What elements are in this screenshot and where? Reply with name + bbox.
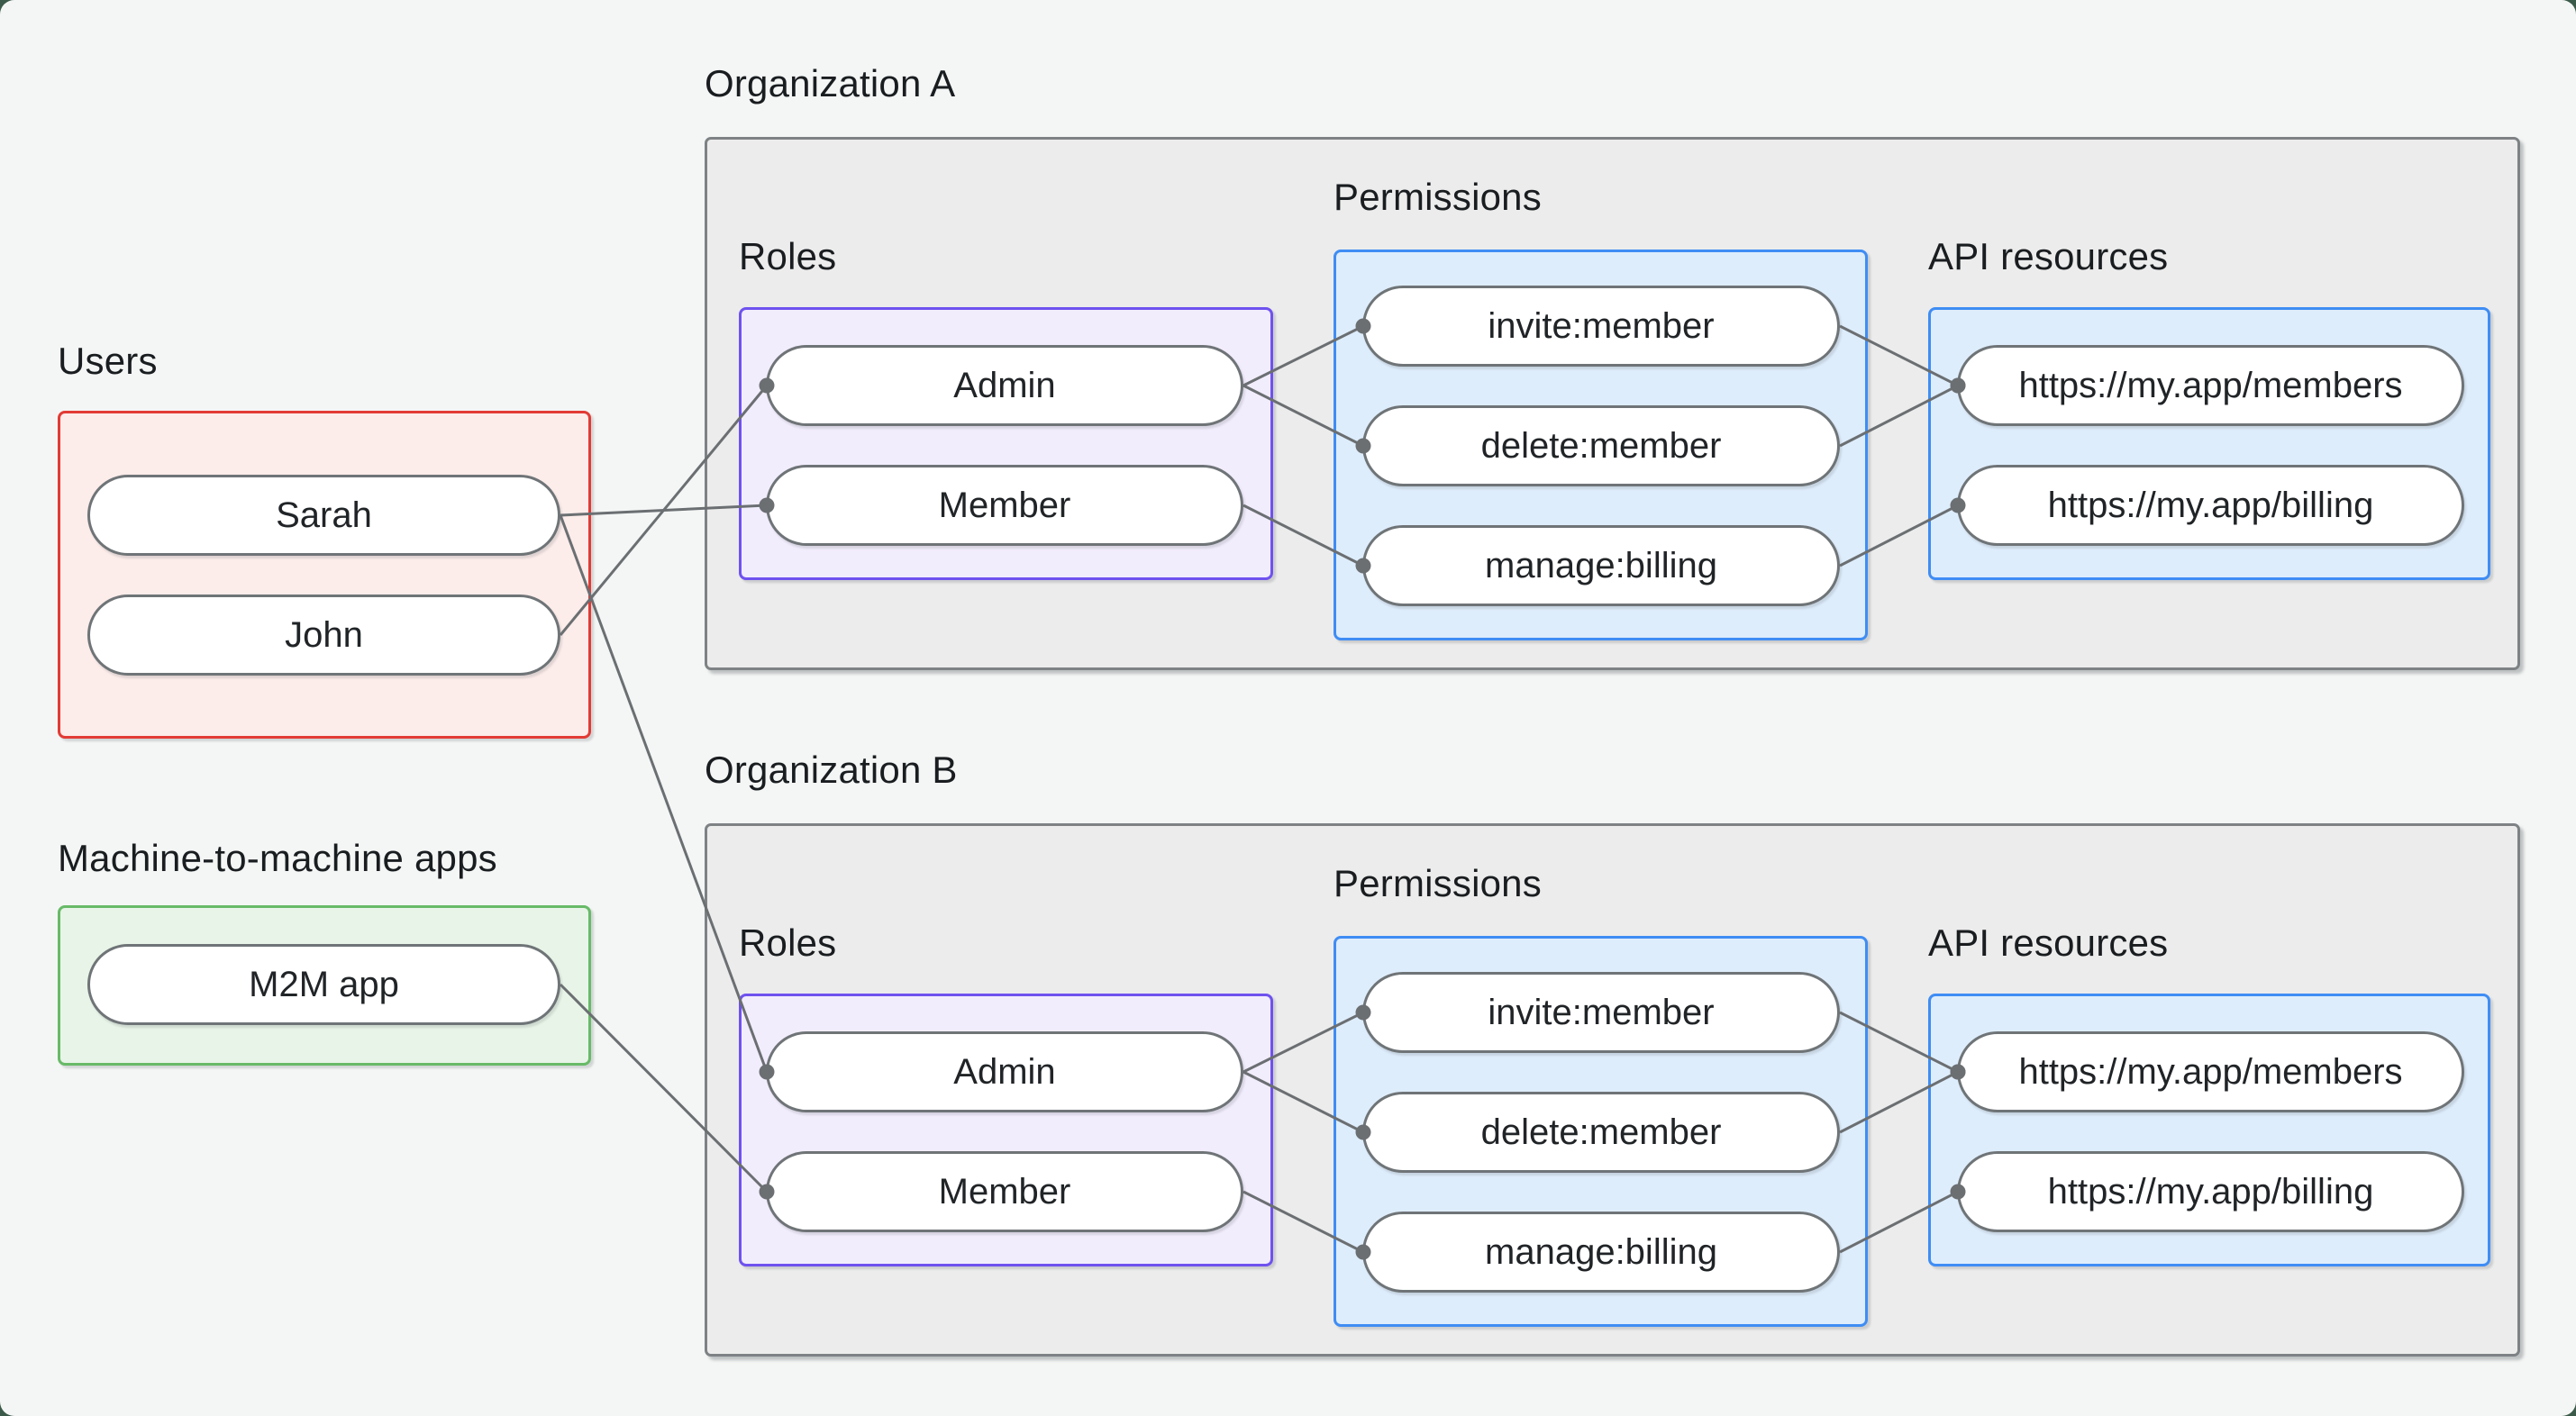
permission-node-orga-manage-billing: manage:billing	[1362, 525, 1840, 606]
org-b-roles-box: Admin Member	[739, 994, 1273, 1266]
m2m-node-app-label: M2M app	[249, 964, 399, 1004]
permission-node-orgb-invite-member-label: invite:member	[1488, 992, 1715, 1032]
api-node-orga-billing: https://my.app/billing	[1957, 465, 2464, 546]
permission-node-orgb-invite-member: invite:member	[1362, 972, 1840, 1053]
org-a-roles-box: Admin Member	[739, 307, 1273, 580]
org-a-api-resources-label: API resources	[1928, 235, 2169, 277]
m2m-node-app: M2M app	[87, 944, 560, 1025]
api-node-orga-members-label: https://my.app/members	[2018, 365, 2403, 405]
permission-node-orga-manage-billing-label: manage:billing	[1485, 545, 1717, 585]
role-node-orgb-member-label: Member	[938, 1171, 1071, 1212]
api-node-orgb-billing-label: https://my.app/billing	[2047, 1171, 2374, 1212]
user-node-john: John	[87, 595, 560, 676]
permission-node-orga-delete-member-label: delete:member	[1480, 425, 1722, 466]
role-node-orgb-admin-label: Admin	[953, 1051, 1056, 1092]
user-node-sarah-label: Sarah	[276, 495, 372, 535]
api-node-orgb-billing: https://my.app/billing	[1957, 1151, 2464, 1232]
org-b-api-resources-box: https://my.app/members https://my.app/bi…	[1928, 994, 2490, 1266]
users-group-box: Sarah John	[58, 411, 591, 739]
org-a-permissions-label: Permissions	[1334, 176, 1542, 218]
org-a-label: Organization A	[705, 62, 956, 104]
org-b-permissions-label: Permissions	[1334, 862, 1542, 904]
role-node-orga-admin: Admin	[766, 345, 1243, 426]
api-node-orgb-members-label: https://my.app/members	[2018, 1051, 2403, 1092]
permission-node-orgb-delete-member-label: delete:member	[1480, 1112, 1722, 1152]
m2m-group-box: M2M app	[58, 905, 591, 1066]
permission-node-orgb-delete-member: delete:member	[1362, 1092, 1840, 1173]
permission-node-orga-delete-member: delete:member	[1362, 405, 1840, 486]
user-node-sarah: Sarah	[87, 475, 560, 556]
org-a-permissions-box: invite:member delete:member manage:billi…	[1334, 250, 1868, 640]
user-node-john-label: John	[285, 614, 363, 655]
role-node-orga-admin-label: Admin	[953, 365, 1056, 405]
role-node-orgb-admin: Admin	[766, 1031, 1243, 1112]
org-b-api-resources-label: API resources	[1928, 921, 2169, 964]
users-group-label: Users	[58, 340, 158, 382]
org-b-permissions-box: invite:member delete:member manage:billi…	[1334, 936, 1868, 1327]
org-b-roles-label: Roles	[739, 921, 837, 964]
role-node-orgb-member: Member	[766, 1151, 1243, 1232]
org-a-roles-label: Roles	[739, 235, 837, 277]
permission-node-orgb-manage-billing: manage:billing	[1362, 1212, 1840, 1293]
org-b-label: Organization B	[705, 749, 958, 791]
role-node-orga-member-label: Member	[938, 485, 1071, 525]
api-node-orga-members: https://my.app/members	[1957, 345, 2464, 426]
m2m-group-label: Machine-to-machine apps	[58, 837, 497, 879]
permission-node-orgb-manage-billing-label: manage:billing	[1485, 1231, 1717, 1272]
role-node-orga-member: Member	[766, 465, 1243, 546]
api-node-orga-billing-label: https://my.app/billing	[2047, 485, 2374, 525]
permission-node-orga-invite-member: invite:member	[1362, 286, 1840, 367]
permission-node-orga-invite-member-label: invite:member	[1488, 305, 1715, 346]
api-node-orgb-members: https://my.app/members	[1957, 1031, 2464, 1112]
org-a-api-resources-box: https://my.app/members https://my.app/bi…	[1928, 307, 2490, 580]
